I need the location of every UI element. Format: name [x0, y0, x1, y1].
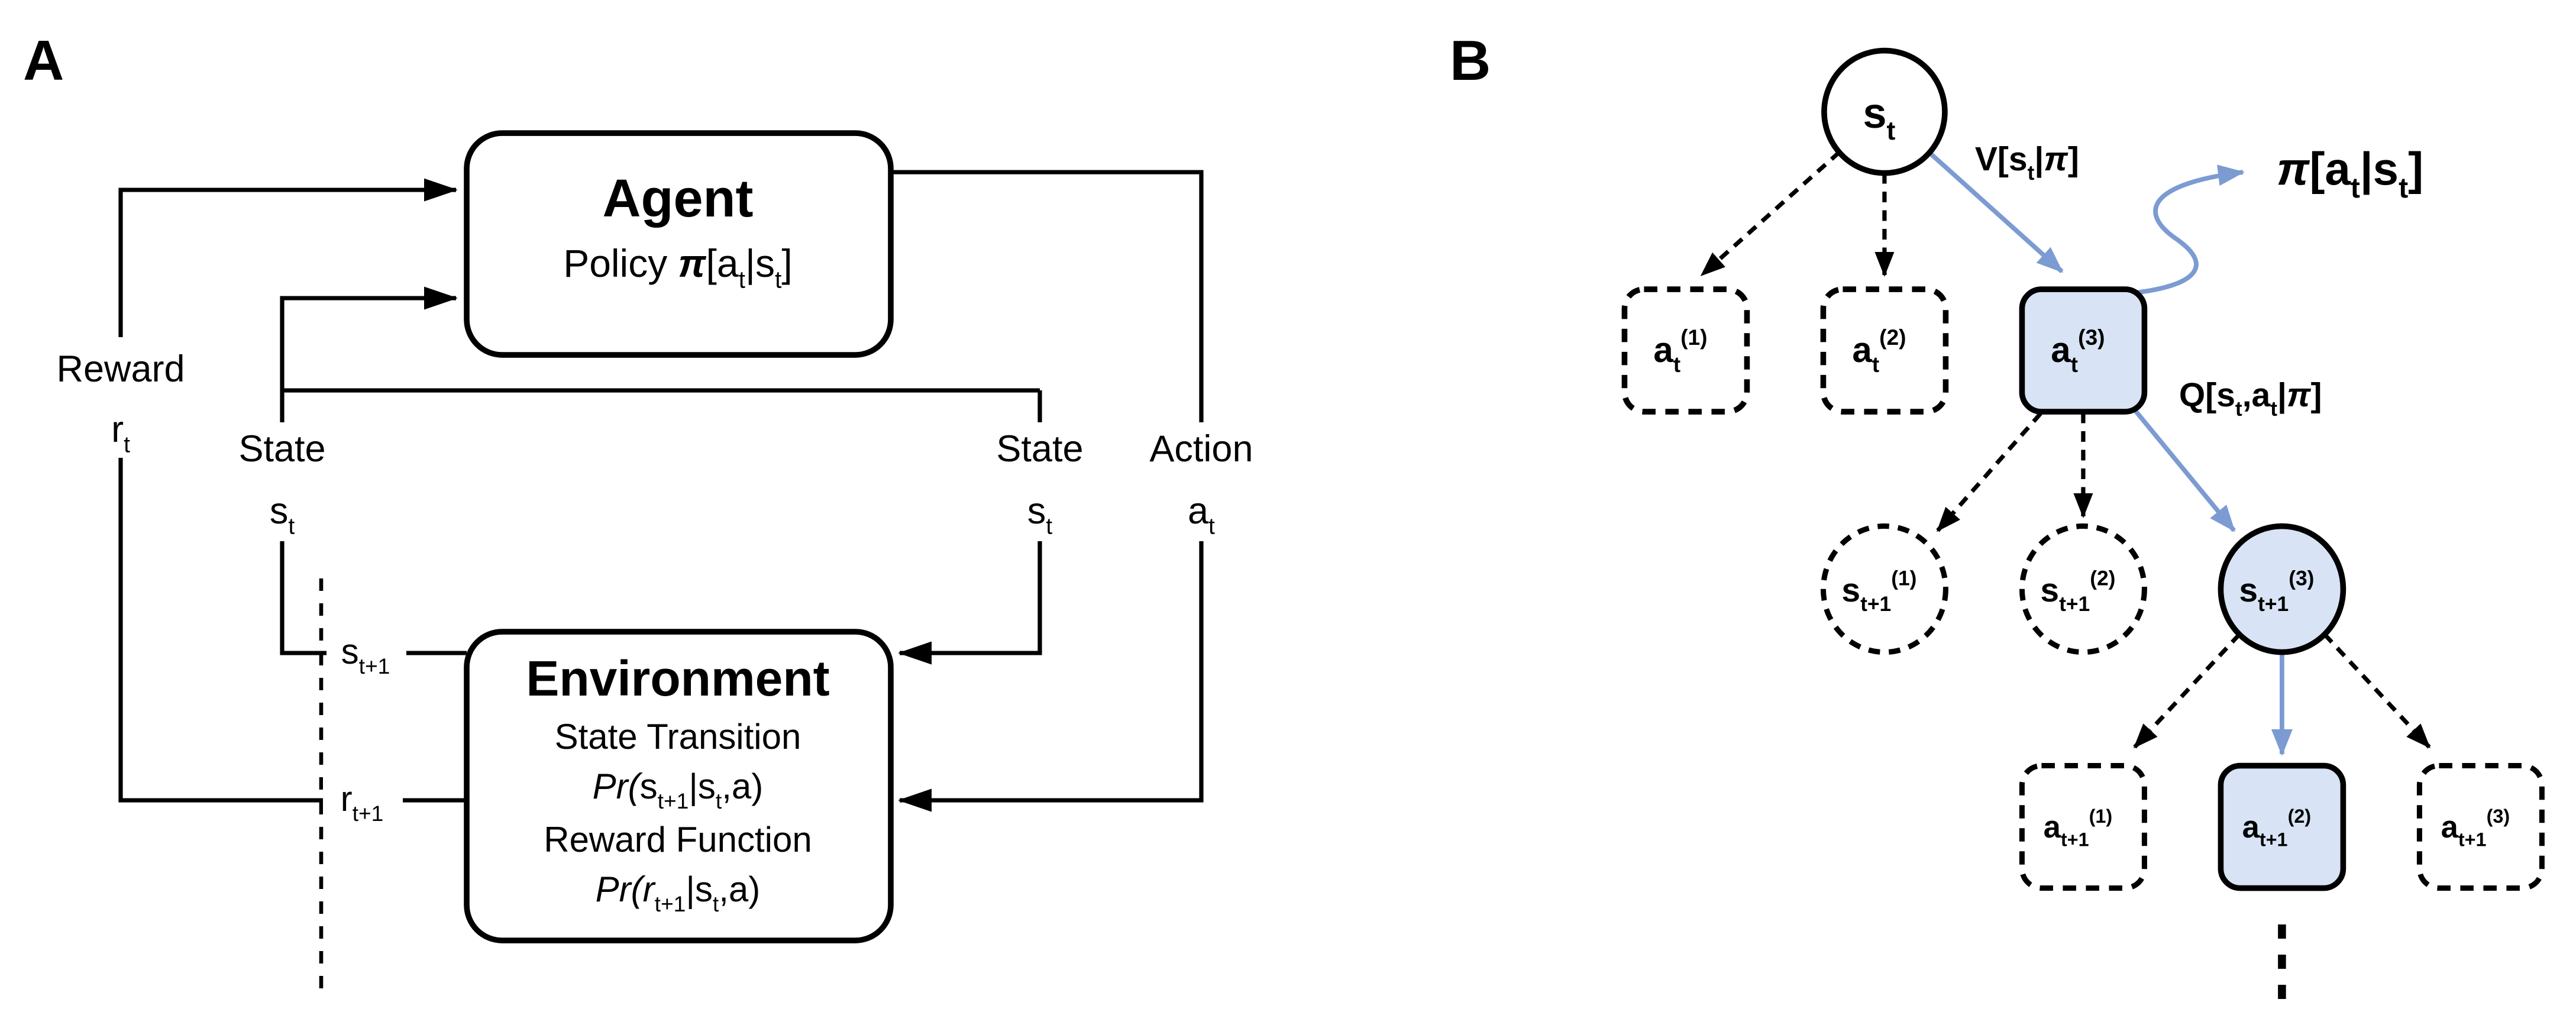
next-state-symbol: st+1 [341, 632, 390, 678]
next-state-label-backing [326, 630, 406, 673]
action-label: Action [1149, 428, 1253, 470]
wire-reward-from-environment [118, 458, 467, 803]
reward-function-label: Reward Function [544, 820, 812, 859]
node-a-t1-2-selected [2218, 762, 2346, 891]
state-right-symbol: st [1027, 490, 1053, 539]
state-left-symbol: st [270, 490, 295, 539]
wire-action-to-environment [897, 541, 1204, 812]
q-function-label: Q[st,at|π] [2179, 376, 2322, 421]
node-s-t1-2-label: st+1(2) [2040, 567, 2115, 616]
node-s-t [1821, 47, 1948, 176]
edge-at3-to-st1-1 [1936, 412, 2042, 532]
tree-dashed-edges [1700, 150, 2431, 749]
node-a-t-2 [1820, 286, 1949, 415]
node-a-t1-3-label: at+1(3) [2441, 806, 2510, 851]
value-function-label: V[st|π] [1975, 140, 2079, 185]
environment-title: Environment [526, 651, 829, 706]
node-a-t-2-label: at(2) [1852, 325, 1906, 377]
wire-state-to-agent [280, 286, 458, 423]
edge-at3-to-st13-blue [2132, 408, 2236, 532]
node-a-t-1 [1621, 286, 1750, 415]
node-a-t1-2-label: at+1(2) [2242, 806, 2311, 851]
edge-st13-to-at13 [2323, 633, 2431, 749]
state-right-label: State [996, 428, 1083, 470]
edge-st-to-at1 [1700, 150, 1841, 277]
state-transition-label: State Transition [555, 717, 801, 756]
next-reward-label-backing [322, 777, 403, 820]
node-a-t-3-label: at(3) [2051, 325, 2105, 377]
action-symbol: at [1188, 490, 1215, 539]
wire-action-from-agent [890, 170, 1204, 423]
next-reward-symbol: rt+1 [341, 779, 384, 826]
node-a-t-3-selected [2019, 286, 2148, 415]
panel-a-label: A [23, 29, 64, 92]
policy-curved-arrow [2134, 164, 2245, 295]
wire-reward-to-agent [118, 178, 458, 338]
node-s-t1-1-label: st+1(1) [1841, 567, 1916, 616]
node-s-t1-3-selected [2218, 523, 2346, 655]
environment-box [464, 629, 894, 943]
node-s-t1-1 [1820, 523, 1948, 655]
node-a-t1-1-label: at+1(1) [2044, 806, 2112, 851]
edge-st13-to-at11 [2133, 633, 2241, 749]
agent-policy-formula: Policy π[at|st] [563, 241, 793, 293]
agent-title: Agent [603, 169, 754, 228]
node-a-t1-1 [2019, 763, 2147, 891]
reward-symbol: rt [111, 409, 130, 458]
reward-label: Reward [56, 348, 185, 390]
reward-function-formula: Pr(rt+1|st,a) [596, 869, 761, 916]
node-s-t-label: st [1863, 90, 1895, 146]
panel-b-label: B [1450, 29, 1491, 92]
node-s-t1-3-label: st+1(3) [2239, 567, 2314, 616]
node-a-t-1-label: at(1) [1653, 325, 1707, 377]
node-s-t1-2 [2019, 523, 2147, 655]
state-transition-formula: Pr(st+1|st,a) [593, 767, 764, 813]
state-left-label: State [238, 428, 325, 470]
tree-blue-edges [1927, 150, 2293, 756]
edge-st-to-at3-blue [1927, 150, 2064, 273]
agent-box [464, 130, 894, 358]
policy-output-label: π[at|st] [2277, 143, 2423, 204]
wire-state-to-environment [897, 541, 1042, 665]
node-a-t1-3 [2416, 763, 2545, 891]
